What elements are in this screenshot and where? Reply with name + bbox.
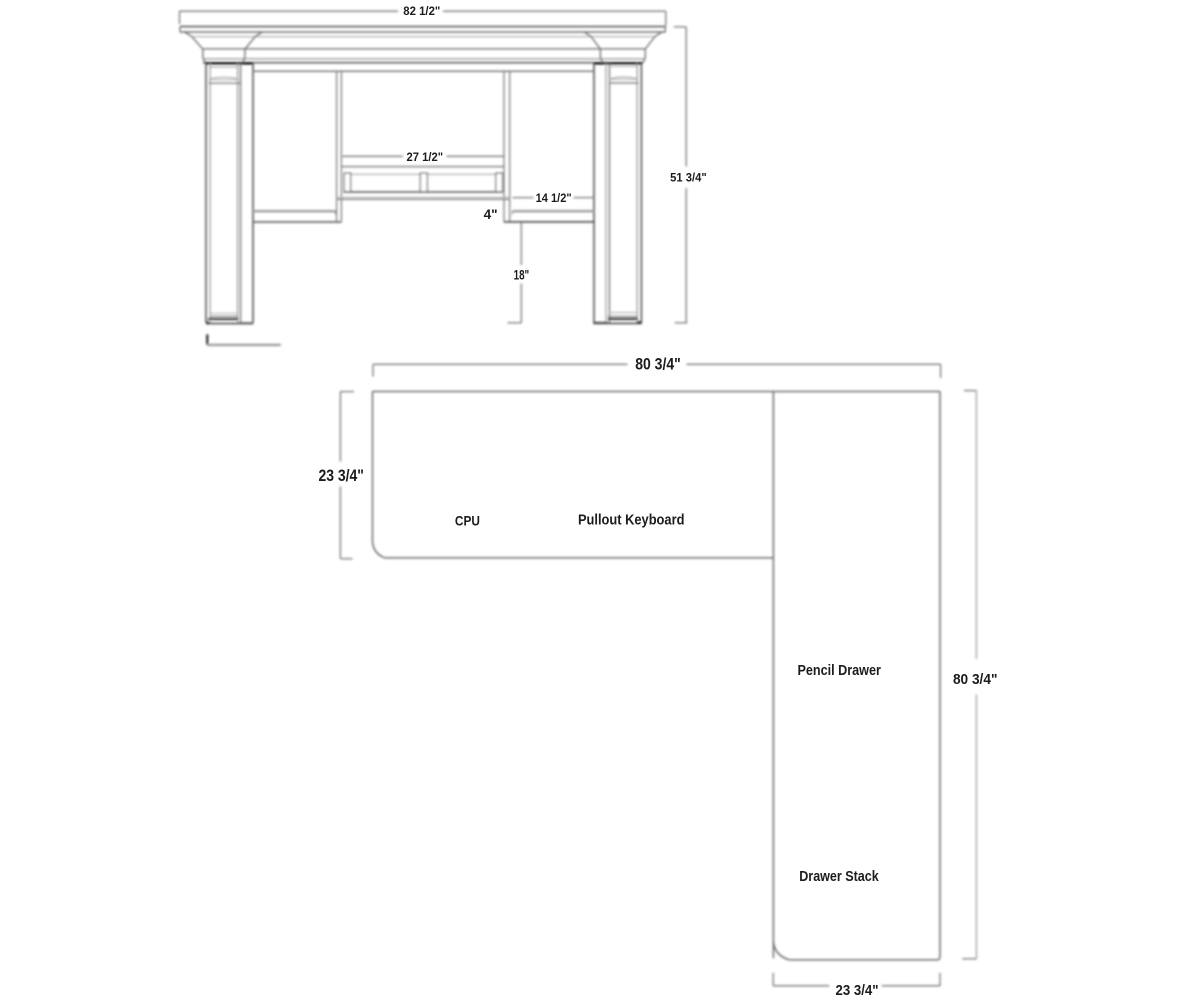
svg-text:80 3/4": 80 3/4" [953,671,998,688]
svg-text:14 1/2": 14 1/2" [536,191,572,205]
svg-text:23 3/4": 23 3/4" [318,467,364,485]
svg-text:18": 18" [514,268,530,283]
svg-text:23 3/4": 23 3/4" [836,982,879,999]
svg-text:27 1/2": 27 1/2" [407,150,444,164]
svg-text:CPU: CPU [455,514,480,529]
svg-text:80 3/4": 80 3/4" [635,355,681,373]
svg-text:Pullout Keyboard: Pullout Keyboard [578,512,685,529]
svg-text:51 3/4": 51 3/4" [670,171,707,185]
svg-text:Pencil Drawer: Pencil Drawer [797,663,881,679]
svg-text:82 1/2": 82 1/2" [403,4,440,18]
svg-text:Drawer Stack: Drawer Stack [799,869,879,885]
svg-text:4": 4" [484,207,498,222]
